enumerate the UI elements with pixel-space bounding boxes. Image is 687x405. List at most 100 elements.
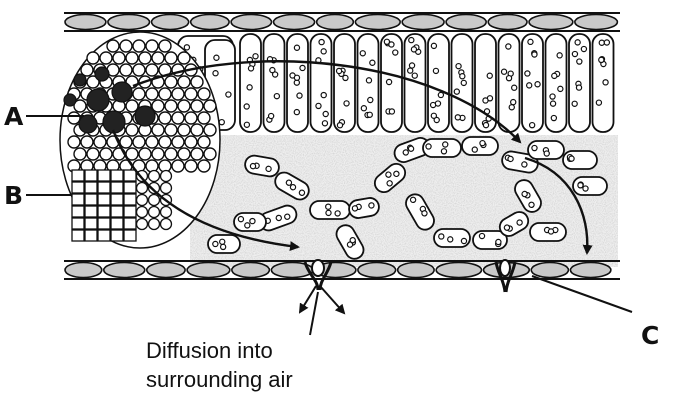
vein-cell — [81, 136, 93, 148]
phloem-cell — [85, 218, 97, 229]
chloroplast — [389, 109, 394, 114]
chloroplast — [294, 45, 299, 50]
vein-cell — [159, 136, 171, 148]
xylem-vessel — [74, 74, 86, 86]
epidermis-cell — [436, 263, 481, 278]
palisade-cell — [311, 34, 332, 132]
label-c: C — [641, 323, 659, 348]
chloroplast — [326, 210, 331, 215]
phloem-cell — [111, 206, 123, 217]
vein-cell — [149, 219, 160, 230]
spongy-cell — [530, 223, 566, 241]
vein-cell — [198, 88, 210, 100]
chloroplast — [253, 54, 258, 59]
chloroplast — [448, 237, 453, 242]
chloroplast — [412, 73, 417, 78]
chloroplast — [596, 100, 601, 105]
phloem-cell — [98, 230, 110, 241]
epidermis-cell — [446, 15, 486, 30]
vein-cell — [139, 148, 151, 160]
phloem-cell — [124, 218, 136, 229]
chloroplast — [386, 79, 391, 84]
spongy-cell — [528, 141, 564, 159]
epidermis-cell — [232, 263, 270, 278]
phloem-cell — [111, 182, 123, 193]
chloroplast — [294, 75, 299, 80]
epidermis-cell — [531, 263, 568, 278]
vein-cell — [204, 124, 216, 136]
chloroplast — [297, 93, 302, 98]
chloroplast — [508, 156, 514, 162]
chloroplast — [213, 71, 218, 76]
vein-cell — [74, 148, 86, 160]
phloem-cell — [98, 170, 110, 181]
palisade-cell — [428, 34, 449, 132]
label-a: A — [4, 104, 23, 129]
chloroplast — [460, 74, 465, 79]
chloroplast — [360, 51, 365, 56]
phloem-cell — [85, 194, 97, 205]
vein-cell — [178, 148, 190, 160]
chloroplast — [455, 115, 460, 120]
chloroplast — [530, 123, 535, 128]
chloroplast — [506, 76, 511, 81]
vein-cell — [185, 112, 197, 124]
chloroplast — [322, 121, 327, 126]
chloroplast — [343, 75, 348, 80]
chloroplast — [389, 42, 394, 47]
chloroplast — [552, 73, 557, 78]
palisade-cell-wall — [334, 34, 355, 132]
chloroplast — [336, 68, 341, 73]
epidermis-cell — [274, 15, 315, 30]
xylem-vessel — [112, 82, 132, 102]
vein-cell — [100, 52, 112, 64]
chloroplast — [550, 94, 555, 99]
epidermis-cell — [317, 15, 354, 30]
epidermis-cell — [575, 15, 618, 30]
chloroplast — [480, 141, 485, 146]
vein-cell — [137, 207, 148, 218]
chloroplast — [426, 144, 431, 149]
vein-cell — [191, 148, 203, 160]
phloem-cell — [72, 218, 84, 229]
phloem-cell — [111, 230, 123, 241]
phloem-cell — [72, 182, 84, 193]
chloroplast — [487, 73, 492, 78]
palisade-cell — [499, 34, 520, 132]
chloroplast — [214, 55, 219, 60]
phloem-cell — [98, 218, 110, 229]
chloroplast — [454, 89, 459, 94]
vein-cell — [191, 76, 203, 88]
chloroplast — [367, 112, 372, 117]
phloem-cell — [98, 182, 110, 193]
chloroplast — [558, 86, 563, 91]
spongy-cell — [208, 235, 240, 253]
epidermis-cell — [187, 263, 230, 278]
vein-cell — [161, 183, 172, 194]
chloroplast — [511, 99, 516, 104]
chloroplast — [326, 204, 331, 209]
diffusion-caption-line-1: Diffusion into — [146, 336, 293, 365]
xylem-vessel — [135, 106, 155, 126]
chloroplast — [393, 50, 398, 55]
vein-cell — [172, 112, 184, 124]
palisade-cell — [264, 34, 285, 132]
vein-cell — [146, 136, 158, 148]
vein-cell — [152, 148, 164, 160]
vein-cell — [146, 40, 158, 52]
chloroplast — [572, 101, 577, 106]
chloroplast — [583, 186, 588, 191]
chloroplast — [461, 80, 466, 85]
chloroplast — [578, 183, 583, 188]
vein-cell — [204, 148, 216, 160]
chloroplast — [461, 238, 466, 243]
chloroplast — [521, 161, 527, 167]
vein-cell — [133, 88, 145, 100]
vein-cell — [178, 124, 190, 136]
vein-cell — [172, 136, 184, 148]
vein-cell — [185, 88, 197, 100]
chloroplast — [603, 80, 608, 85]
phloem-cell — [72, 230, 84, 241]
chloroplast — [456, 64, 461, 69]
chloroplast — [238, 217, 243, 222]
